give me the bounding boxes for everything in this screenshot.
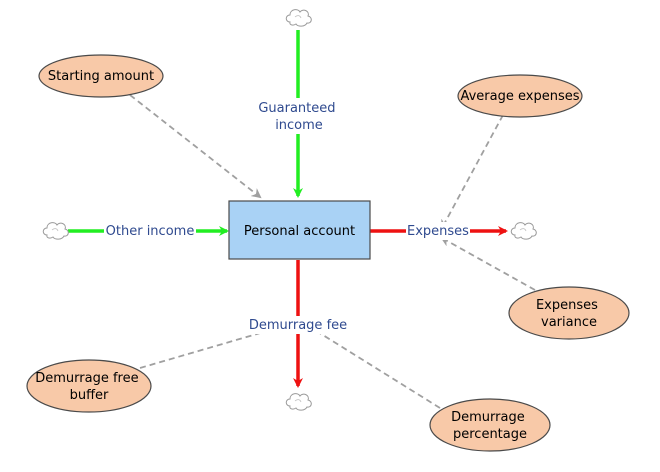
aux-demurrage-percentage-label: Demurrage percentage bbox=[451, 410, 529, 442]
demurrage-fee-label-bg bbox=[248, 316, 348, 334]
aux-starting-amount-label: Starting amount bbox=[48, 69, 154, 84]
flow-expenses-label[interactable]: Expenses bbox=[407, 224, 469, 239]
link-starting-amount-to-stock bbox=[129, 94, 262, 199]
stock-personal-account[interactable] bbox=[228, 200, 371, 260]
link-expenses-variance-to-expenses bbox=[440, 237, 536, 291]
aux-starting-amount[interactable] bbox=[38, 54, 164, 98]
other-income-label-bg bbox=[104, 222, 196, 240]
aux-average-expenses[interactable] bbox=[457, 74, 583, 118]
cloud-source-left-icon bbox=[42, 222, 69, 240]
aux-demurrage-free-buffer[interactable] bbox=[26, 359, 152, 413]
stock-label: Personal account bbox=[244, 224, 355, 239]
aux-demurrage-percentage[interactable] bbox=[429, 398, 551, 452]
aux-demurrage-free-buffer-label: Demurrage free buffer bbox=[35, 371, 143, 403]
flow-other-income-label[interactable]: Other income bbox=[106, 224, 195, 239]
link-demurrage-percentage-to-fee bbox=[301, 321, 441, 409]
flow-guaranteed-income-label[interactable]: Guaranteed income bbox=[258, 101, 339, 133]
link-demurrage-free-buffer-to-fee bbox=[139, 321, 299, 369]
cloud-source-top-icon bbox=[285, 9, 312, 27]
guaranteed-income-label-bg bbox=[258, 98, 340, 134]
cloud-sink-bottom-icon bbox=[285, 393, 312, 411]
aux-average-expenses-label: Average expenses bbox=[460, 89, 579, 104]
flow-demurrage-fee-label[interactable]: Demurrage fee bbox=[249, 318, 347, 333]
link-average-expenses-to-expenses bbox=[441, 114, 504, 230]
expenses-label-bg bbox=[406, 222, 470, 240]
aux-expenses-variance[interactable] bbox=[508, 286, 630, 340]
cloud-sink-right-icon bbox=[510, 222, 537, 240]
aux-expenses-variance-label: Expenses variance bbox=[536, 298, 602, 330]
